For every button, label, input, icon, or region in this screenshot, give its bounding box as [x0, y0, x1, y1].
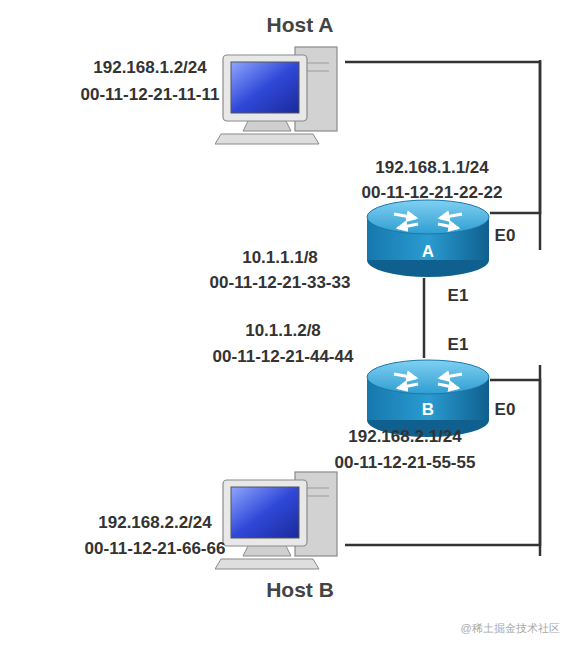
- router-letter: B: [366, 400, 490, 420]
- computer-icon: [215, 468, 345, 573]
- address-label: 192.168.1.2/24: [93, 58, 206, 78]
- network-link: [345, 62, 540, 213]
- address-label: 00-11-12-21-22-22: [362, 183, 503, 203]
- watermark: @稀土掘金技术社区: [460, 621, 559, 636]
- router: B: [366, 358, 490, 438]
- router-letter: A: [366, 242, 490, 262]
- address-label: 00-11-12-21-66-66: [85, 539, 226, 559]
- address-label: E0: [495, 400, 516, 420]
- router-icon: [366, 358, 490, 438]
- network-link: [423, 278, 426, 358]
- address-label: 10.1.1.2/8: [245, 321, 321, 341]
- address-label: E1: [448, 286, 469, 306]
- address-label: 00-11-12-21-33-33: [210, 273, 351, 293]
- address-label: 00-11-12-21-55-55: [335, 453, 476, 473]
- host-name: Host A: [267, 13, 334, 37]
- address-label: 192.168.2.1/24: [348, 427, 461, 447]
- address-label: 00-11-12-21-11-11: [81, 85, 220, 105]
- address-label: E1: [448, 335, 469, 355]
- ethernet-bus: [539, 365, 542, 556]
- address-label: 192.168.2.2/24: [98, 513, 211, 533]
- router: A: [366, 198, 490, 278]
- ethernet-bus: [539, 60, 542, 250]
- computer-icon: [215, 43, 345, 148]
- address-label: 00-11-12-21-44-44: [213, 347, 354, 367]
- address-label: 10.1.1.1/8: [242, 248, 318, 268]
- host-computer: Host B: [215, 468, 345, 608]
- host-name: Host B: [266, 578, 334, 602]
- host-computer: Host A: [215, 10, 345, 150]
- router-icon: [366, 198, 490, 278]
- address-label: E0: [495, 226, 516, 246]
- address-label: 192.168.1.1/24: [375, 158, 488, 178]
